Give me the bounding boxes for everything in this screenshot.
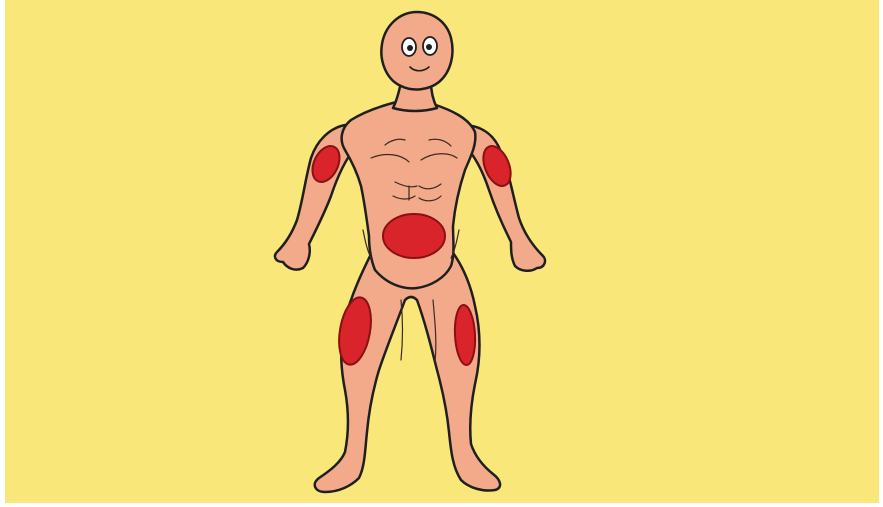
left-pupil: [407, 45, 413, 51]
head: [381, 12, 452, 89]
body-diagram: [5, 0, 879, 503]
right-arm: [465, 125, 545, 271]
diagram-canvas: [5, 0, 879, 503]
site-abdomen: [383, 214, 445, 258]
right-pupil: [426, 44, 432, 50]
